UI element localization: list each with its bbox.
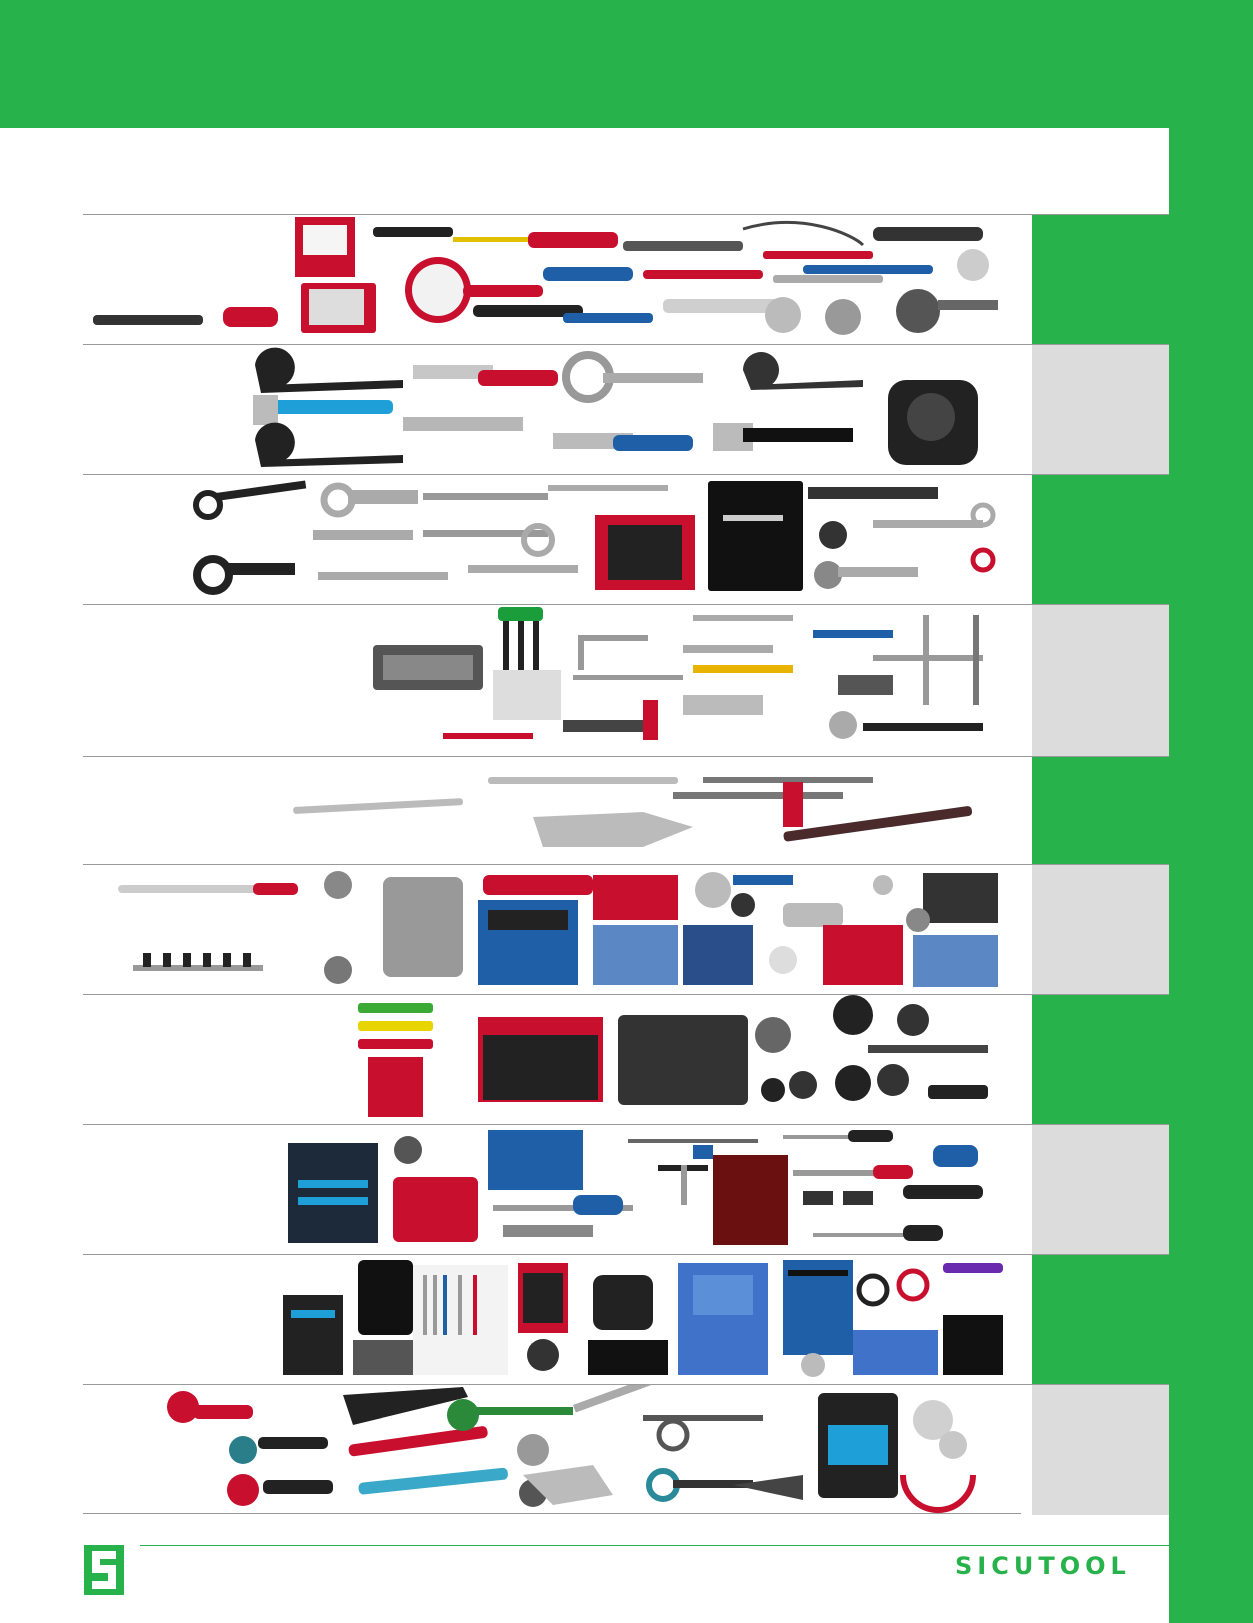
adjustable-wrenches-image	[253, 347, 978, 467]
product-images	[83, 865, 1021, 994]
product-images	[83, 605, 1021, 740]
catalog-row-pipe-tools[interactable]	[83, 1377, 1169, 1515]
brand-name: SICUTOOL	[955, 1552, 1131, 1580]
bottom-rule	[83, 1513, 1021, 1514]
product-images	[83, 1377, 1021, 1514]
spanners-image	[193, 480, 996, 595]
catalog-row-tool-kits-cabinets[interactable]	[83, 1254, 1169, 1385]
product-images	[83, 1255, 1021, 1384]
catalog-row-screwdrivers-bits[interactable]	[83, 1124, 1169, 1255]
top-header-band	[0, 0, 1253, 128]
right-side-band	[1169, 128, 1253, 1623]
section-tab[interactable]	[1032, 1255, 1169, 1385]
section-tab[interactable]	[1032, 1125, 1169, 1255]
catalog-row-hex-keys-box-wrenches[interactable]	[83, 604, 1169, 757]
torque-tools-image	[93, 217, 998, 335]
catalog-row-adjustable-hook-wrenches[interactable]	[83, 344, 1169, 475]
catalog-row-pry-bars-levers[interactable]	[83, 756, 1169, 887]
section-tab[interactable]	[1032, 345, 1169, 475]
product-images	[83, 995, 1021, 1124]
product-images	[83, 475, 1021, 604]
product-images	[83, 345, 1021, 474]
catalog-row-torque-tools[interactable]	[83, 214, 1169, 345]
screwdrivers-image	[288, 1130, 983, 1245]
catalog-row-impact-sockets[interactable]	[83, 994, 1169, 1125]
section-tab[interactable]	[1032, 757, 1169, 865]
section-tab[interactable]	[1032, 475, 1169, 605]
section-tab[interactable]	[1032, 865, 1169, 995]
product-images	[83, 757, 1021, 886]
pry-bars-image	[293, 777, 973, 847]
hex-keys-image	[373, 607, 983, 740]
section-tab[interactable]	[1032, 605, 1169, 757]
impact-sockets-image	[358, 995, 988, 1117]
tool-kits-image	[283, 1260, 1003, 1377]
sicutool-logo-icon	[84, 1545, 124, 1595]
section-tab[interactable]	[1032, 1385, 1169, 1515]
section-tab[interactable]	[1032, 215, 1169, 345]
catalog-row-spanners-ring-wrenches[interactable]	[83, 474, 1169, 605]
socket-sets-image	[118, 871, 998, 987]
catalog-row-socket-sets[interactable]	[83, 864, 1169, 995]
footer-rule	[140, 1545, 1169, 1546]
section-tab[interactable]	[1032, 995, 1169, 1125]
product-images	[83, 215, 1021, 344]
product-images	[83, 1125, 1021, 1254]
pipe-tools-image	[167, 1377, 976, 1513]
